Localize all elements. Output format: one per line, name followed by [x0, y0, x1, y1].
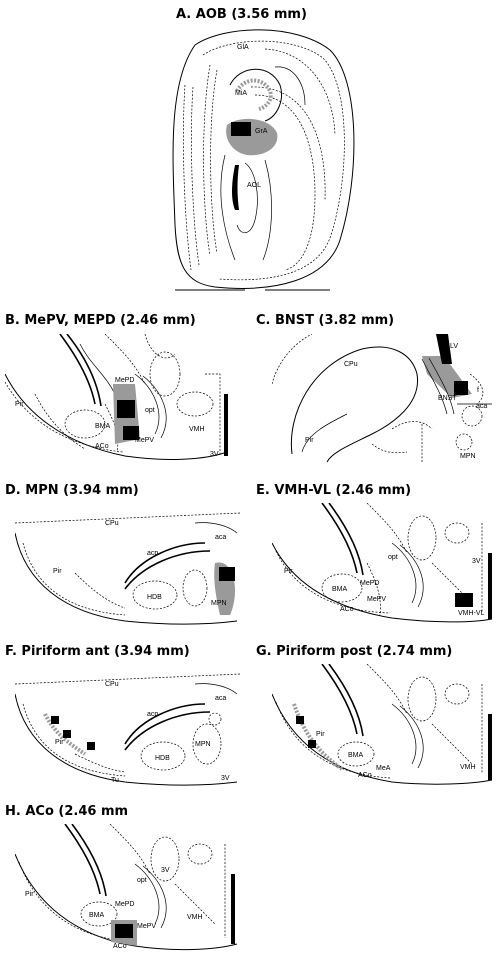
label-cpu: CPu [105, 681, 119, 688]
label-acp: acp [147, 550, 158, 557]
label-mea: MeA [376, 765, 391, 772]
label-mepd: MePD [115, 377, 134, 384]
label-bma: BMA [332, 586, 348, 593]
panel-h-title: H. ACo (2.46 mm [5, 804, 129, 819]
label-3v: 3V [221, 775, 230, 782]
label-mpn: MPN [460, 453, 476, 460]
label-aco: ACo [113, 943, 127, 950]
label-vmh: VMH [460, 764, 476, 771]
label-3v: 3V [210, 451, 219, 458]
panel-f-title: F. Piriform ant (3.94 mm) [5, 644, 190, 659]
label-mepd: MePD [360, 580, 379, 587]
label-pir: Pir [55, 739, 64, 746]
label-gla: GlA [237, 44, 249, 51]
label-acp: acp [147, 711, 158, 718]
label-f: f [477, 387, 479, 394]
label-pir: Pir [15, 401, 24, 408]
panel-d-title: D. MPN (3.94 mm) [5, 483, 139, 498]
label-aco: ACo [358, 772, 372, 779]
panel-e-title: E. VMH-VL (2.46 mm) [256, 483, 412, 498]
panel-e-section: Pir opt BMA MePD ACo MePV 3V VMH-VL [272, 503, 493, 623]
panel-g-title: G. Piriform post (2.74 mm) [256, 644, 453, 659]
label-mia: MiA [235, 90, 247, 97]
label-bnst: BNST [438, 395, 457, 402]
label-vmh: VMH [187, 914, 203, 921]
label-cpu: CPu [105, 520, 119, 527]
label-opt: opt [137, 877, 147, 884]
label-mepd: MePD [115, 901, 134, 908]
label-3v: 3V [472, 558, 481, 565]
label-vmhvl: VMH-VL [458, 610, 485, 617]
label-pir: Pir [316, 731, 325, 738]
panel-c-section: CPu LV f BNST aca Pir MPN [272, 334, 492, 463]
label-aca: aca [215, 534, 226, 541]
label-mpn: MPN [211, 600, 227, 607]
label-mepv: MePV [367, 596, 386, 603]
label-vmh: VMH [189, 426, 205, 433]
panel-a-aob-section: GlA MiA GrA AOL [172, 29, 355, 291]
label-hdb: HDB [155, 755, 170, 762]
label-3v: 3V [161, 867, 170, 874]
label-aol: AOL [247, 182, 261, 189]
panel-b-title: B. MePV, MEPD (2.46 mm) [5, 313, 196, 328]
label-pir: Pir [305, 437, 314, 444]
panel-a-title: A. AOB (3.56 mm) [176, 7, 307, 22]
label-hdb: HDB [147, 594, 162, 601]
label-tu: Tu [111, 777, 119, 784]
label-cpu: CPu [344, 361, 358, 368]
panel-h-section: Pir opt 3V BMA MePD VMH MePV ACo [15, 824, 238, 951]
label-aca: aca [215, 695, 226, 702]
label-mpn: MPN [195, 741, 211, 748]
label-aca: aca [476, 403, 487, 410]
label-opt: opt [388, 554, 398, 561]
label-bma: BMA [89, 912, 105, 919]
panel-d-section: CPu aca acp Pir HDB MPN [15, 512, 240, 625]
label-gra: GrA [255, 128, 268, 135]
label-pir: Pir [284, 568, 293, 575]
panel-f-section: CPu aca acp Pir MPN HDB Tu 3V [15, 673, 240, 786]
label-aco: ACo [95, 443, 109, 450]
label-pir: Pir [25, 891, 34, 898]
label-bma: BMA [95, 423, 111, 430]
label-pir: Pir [53, 568, 62, 575]
panel-c-title: C. BNST (3.82 mm) [256, 313, 395, 328]
label-bma: BMA [348, 752, 364, 759]
label-mepv: MePV [135, 437, 154, 444]
label-lv: LV [450, 343, 458, 350]
label-opt: opt [145, 407, 155, 414]
label-mepv: MePV [137, 923, 156, 930]
panel-g-section: Pir BMA MeA ACo VMH [272, 664, 493, 785]
label-aco: ACo [340, 606, 354, 613]
panel-b-section: Pir MePD opt BMA ACo MePV VMH 3V [5, 334, 228, 460]
